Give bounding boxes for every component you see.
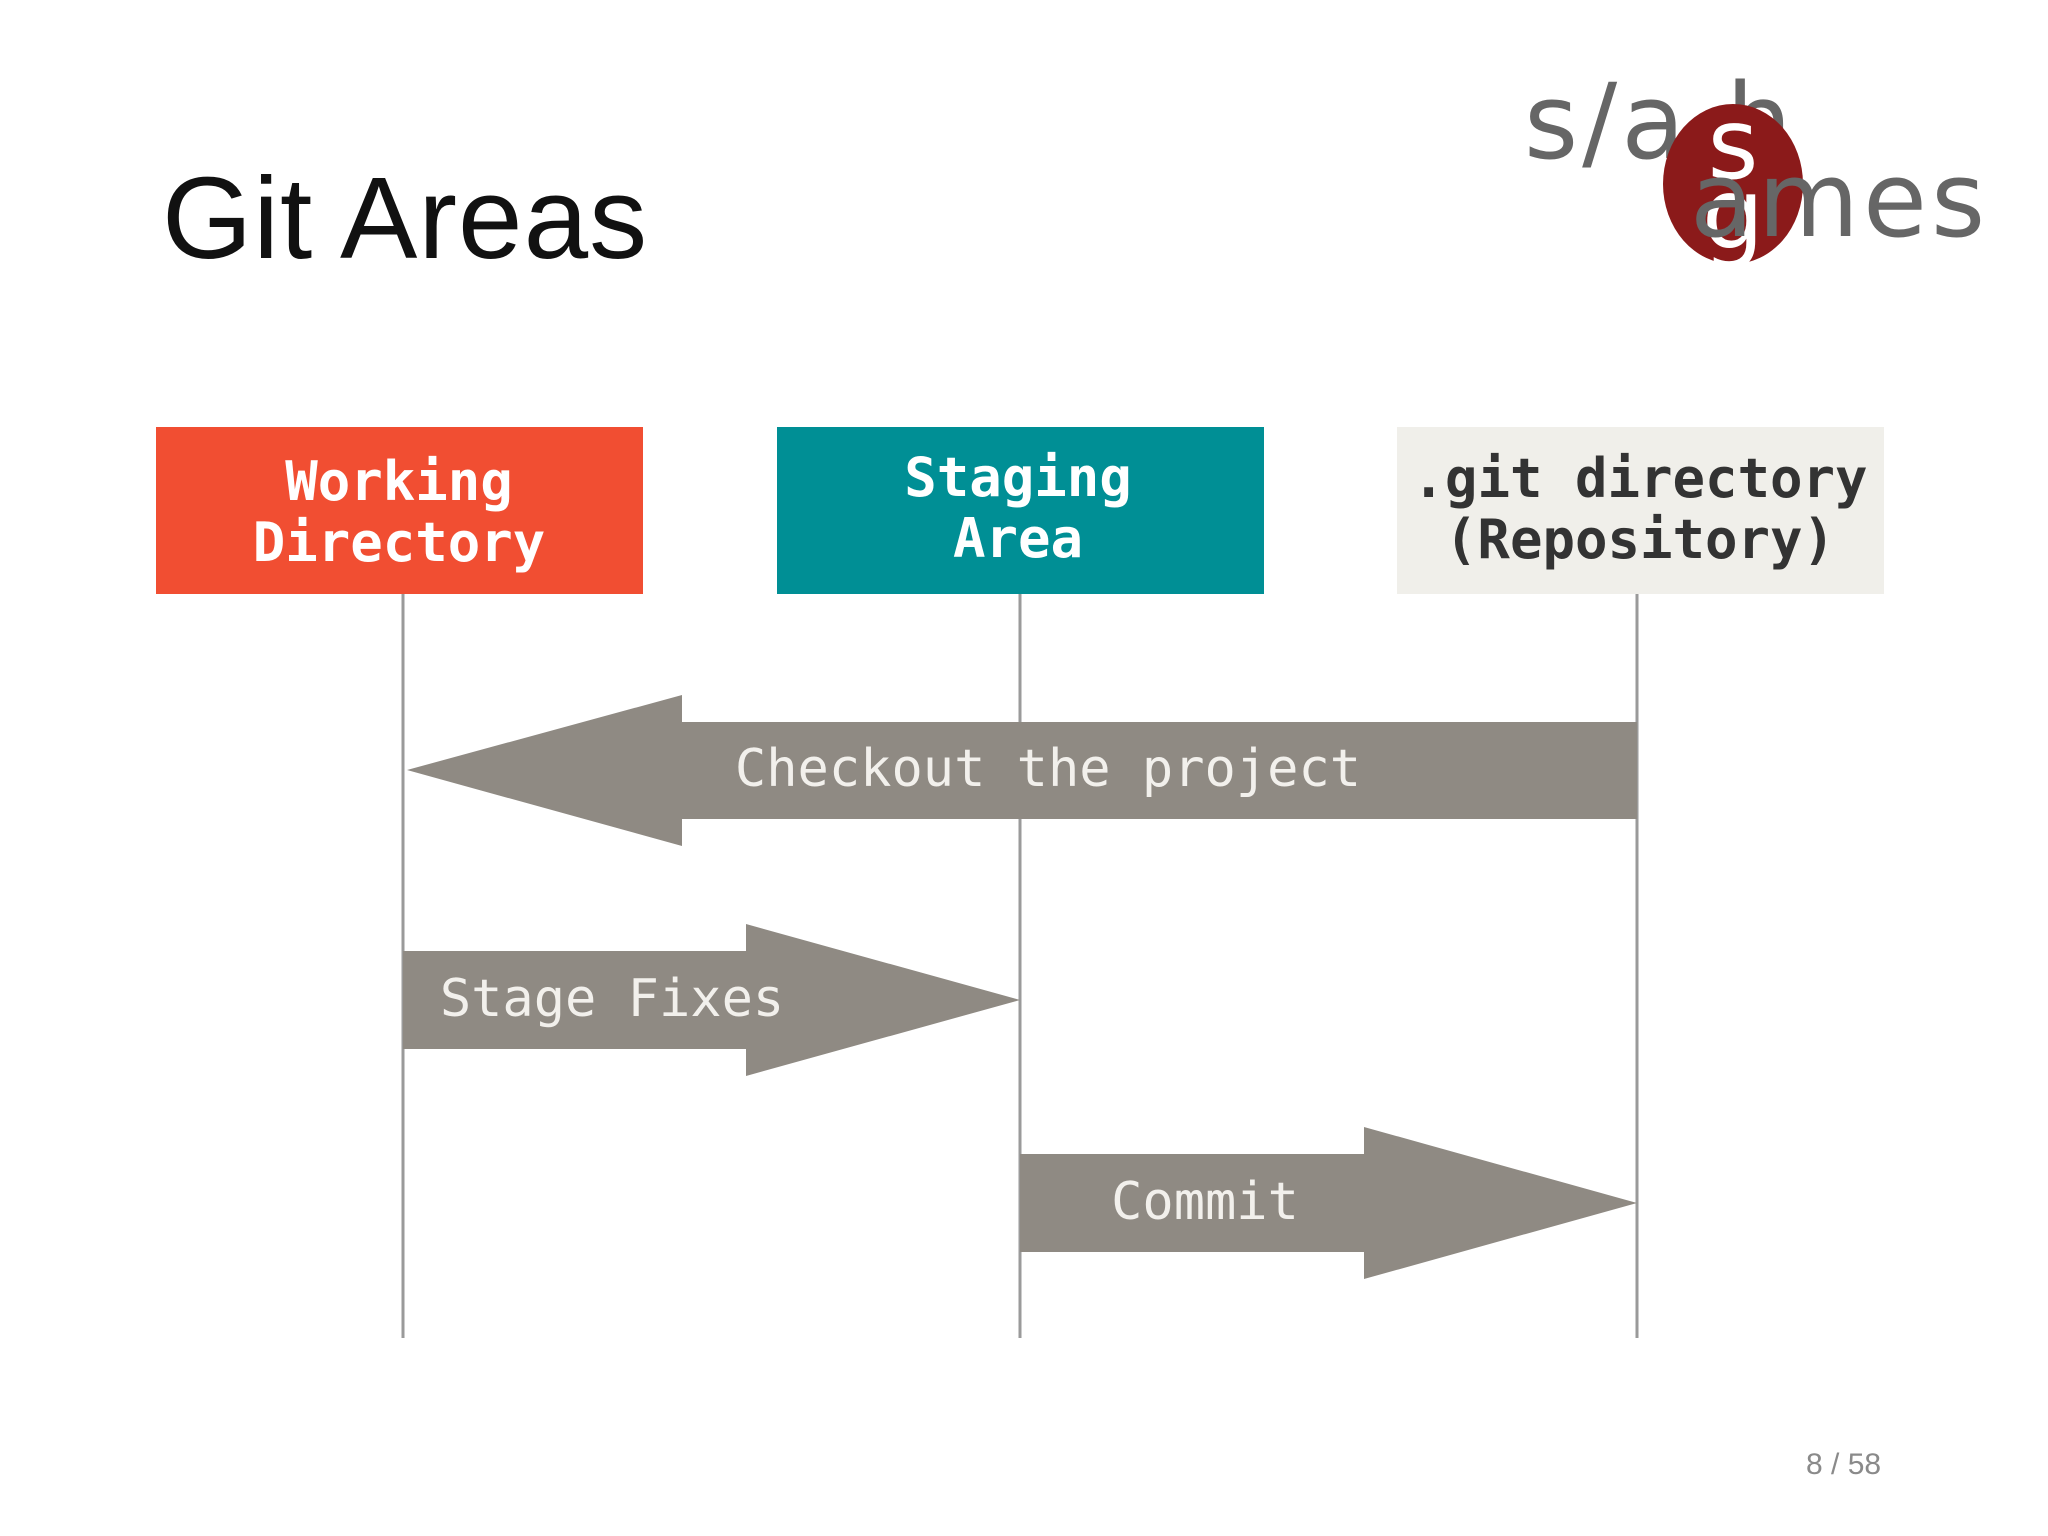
working-directory-label-line2: Directory: [253, 511, 546, 574]
commit-arrow-shape: [1020, 1127, 1637, 1279]
commit-arrow-label: Commit: [1111, 1172, 1299, 1232]
logo-mark-letter-s: s: [1707, 102, 1758, 202]
working-directory-label-line1: Working: [285, 450, 513, 513]
checkout-arrow-shape: [407, 695, 1637, 846]
logo-mark-circle: [1663, 104, 1803, 264]
slash-games-logo: s/a h s g ames: [1510, 70, 2030, 266]
git-directory-box-fill: [1397, 427, 1884, 594]
logo-bottom-text: ames: [1690, 139, 1990, 261]
checkout-arrow-label: Checkout the project: [735, 739, 1361, 799]
stage-fixes-arrow-shape: [403, 924, 1020, 1076]
staging-area-label-line1: Staging: [904, 446, 1132, 509]
checkout-arrow: Checkout the project: [407, 695, 1637, 846]
page-indicator: 8 / 58: [1806, 1448, 1882, 1481]
slide-title: Git Areas: [162, 153, 649, 283]
logo-mark-letter-g: g: [1702, 158, 1764, 266]
staging-area-box-fill: [777, 427, 1264, 594]
git-directory-box: .git directory (Repository): [1397, 427, 1884, 594]
logo-mark: s g: [1663, 102, 1803, 266]
stage-fixes-arrow: Stage Fixes: [403, 924, 1020, 1076]
git-directory-label-line1: .git directory: [1412, 447, 1867, 510]
git-directory-label-line2: (Repository): [1445, 508, 1835, 571]
working-directory-box: Working Directory: [156, 427, 643, 594]
working-directory-box-fill: [156, 427, 643, 594]
staging-area-box: Staging Area: [777, 427, 1264, 594]
staging-area-label-line2: Area: [953, 507, 1083, 570]
commit-arrow: Commit: [1020, 1127, 1637, 1279]
stage-fixes-arrow-label: Stage Fixes: [440, 969, 784, 1029]
